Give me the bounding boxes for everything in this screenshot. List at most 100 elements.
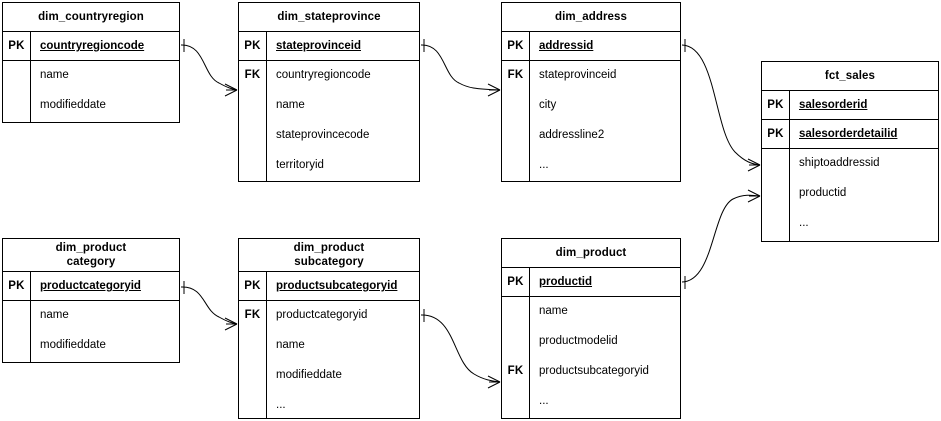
attribute-field-column: productcategoryid name modifieddate ... <box>267 301 419 418</box>
key-marker: FK <box>244 309 261 321</box>
attribute-field-column: name modifieddate <box>31 61 179 122</box>
attribute-block: name modifieddate <box>3 301 179 362</box>
field-name: name <box>40 69 69 81</box>
entity-title-line: dim_stateprovince <box>277 11 381 23</box>
pk-row[interactable]: PK salesorderid <box>762 91 938 120</box>
attribute-field-column: name modifieddate <box>31 301 179 362</box>
field-name: productsubcategoryid <box>539 365 649 377</box>
attribute-field-column: name productmodelid productsubcategoryid… <box>530 297 680 418</box>
pk-row[interactable]: PK productid <box>502 268 680 297</box>
entity-title-line: dim_product <box>55 242 127 254</box>
entity-title: dim_address <box>502 3 680 32</box>
field-name: city <box>539 99 557 111</box>
key-marker: FK <box>244 69 261 81</box>
field-name: productsubcategoryid <box>276 280 398 292</box>
field-name: stateprovinceid <box>276 40 361 52</box>
key-marker: PK <box>239 272 267 300</box>
key-marker: PK <box>502 32 530 60</box>
field-name: name <box>276 99 305 111</box>
field-name: name <box>276 339 305 351</box>
key-marker: PK <box>762 91 790 119</box>
field-name: ... <box>799 217 809 229</box>
entity-title: fct_sales <box>762 62 938 91</box>
entity-title: dim_product <box>502 239 680 268</box>
entity-title-line: dim_address <box>554 11 628 23</box>
field-name: stateprovinceid <box>539 69 617 81</box>
pk-row[interactable]: PK productcategoryid <box>3 272 179 301</box>
key-marker: PK <box>502 268 530 296</box>
entity-title-line: fct_sales <box>824 70 876 82</box>
relationship-address-to-sales[interactable] <box>681 39 761 172</box>
entity-title-line: subcategory <box>294 256 364 268</box>
entity-dim-address[interactable]: dim_address PK addressid FK stateprovinc… <box>501 2 681 182</box>
field-name: modifieddate <box>40 99 106 111</box>
attribute-block: FK stateprovinceid city addressline2 ... <box>502 61 680 181</box>
pk-row[interactable]: PK salesorderdetailid <box>762 120 938 149</box>
attribute-key-column: FK <box>239 301 267 418</box>
key-marker: FK <box>507 365 524 377</box>
field-name: ... <box>539 395 549 407</box>
entity-dim-stateprovince[interactable]: dim_stateprovince PK stateprovinceid FK … <box>238 2 420 182</box>
relationship-product-to-sales[interactable] <box>681 189 761 289</box>
field-name: modifieddate <box>40 339 106 351</box>
attribute-field-column: countryregioncode name stateprovincecode… <box>267 61 419 181</box>
field-name: addressid <box>539 40 594 52</box>
pk-row[interactable]: PK addressid <box>502 32 680 61</box>
attribute-field-column: stateprovinceid city addressline2 ... <box>530 61 680 181</box>
attribute-field-column: shiptoaddressid productid ... <box>790 149 938 241</box>
key-marker: PK <box>239 32 267 60</box>
field-name: productid <box>539 276 593 288</box>
key-marker: PK <box>3 272 31 300</box>
field-name: countryregioncode <box>276 69 371 81</box>
entity-dim-product[interactable]: dim_product PK productid FK name product… <box>501 238 681 419</box>
key-marker: PK <box>3 32 31 60</box>
field-name: territoryid <box>276 159 324 171</box>
pk-row[interactable]: PK stateprovinceid <box>239 32 419 61</box>
entity-title-line: dim_product <box>293 242 365 254</box>
entity-dim-productsubcategory[interactable]: dim_product subcategory PK productsubcat… <box>238 238 420 419</box>
attribute-block: name modifieddate <box>3 61 179 122</box>
field-name: shiptoaddressid <box>799 157 880 169</box>
field-name: modifieddate <box>276 369 342 381</box>
field-name: productid <box>799 187 847 199</box>
relationship-countryregion-to-stateprovince[interactable] <box>180 39 238 97</box>
key-marker: PK <box>762 120 790 148</box>
entity-title: dim_stateprovince <box>239 3 419 32</box>
entity-title-line: dim_countryregion <box>38 11 144 23</box>
field-name: name <box>539 305 568 317</box>
attribute-key-column <box>3 301 31 362</box>
attribute-key-column <box>3 61 31 122</box>
field-name: productmodelid <box>539 335 618 347</box>
attribute-key-column: FK <box>502 61 530 181</box>
attribute-key-column <box>762 149 790 241</box>
pk-row[interactable]: PK productsubcategoryid <box>239 272 419 301</box>
field-name: stateprovincecode <box>276 129 370 141</box>
field-name: productcategoryid <box>276 309 368 321</box>
relationship-productcategory-to-productsubcategory[interactable] <box>180 281 238 331</box>
entity-title-line: category <box>66 256 116 268</box>
field-name: salesorderdetailid <box>799 128 898 140</box>
entity-title-line: dim_product <box>555 247 627 259</box>
relationship-stateprovince-to-address[interactable] <box>420 39 501 97</box>
field-name: salesorderid <box>799 99 868 111</box>
key-marker: FK <box>507 69 524 81</box>
attribute-block: FK productcategoryid name modifieddate .… <box>239 301 419 418</box>
attribute-key-column: FK <box>239 61 267 181</box>
entity-title: dim_countryregion <box>3 3 179 32</box>
entity-title: dim_product category <box>3 239 179 272</box>
field-name: countryregioncode <box>40 40 145 52</box>
attribute-block: shiptoaddressid productid ... <box>762 149 938 241</box>
entity-dim-productcategory[interactable]: dim_product category PK productcategoryi… <box>2 238 180 363</box>
attribute-block: FK name productmodelid productsubcategor… <box>502 297 680 418</box>
attribute-key-column: FK <box>502 297 530 418</box>
pk-row[interactable]: PK countryregioncode <box>3 32 179 61</box>
entity-fct-sales[interactable]: fct_sales PK salesorderid PK salesorderd… <box>761 61 939 242</box>
entity-dim-countryregion[interactable]: dim_countryregion PK countryregioncode n… <box>2 2 180 123</box>
field-name: name <box>40 309 69 321</box>
relationship-productsubcategory-to-product[interactable] <box>420 309 501 389</box>
field-name: addressline2 <box>539 129 605 141</box>
field-name: ... <box>539 159 549 171</box>
entity-title: dim_product subcategory <box>239 239 419 272</box>
field-name: ... <box>276 399 286 411</box>
